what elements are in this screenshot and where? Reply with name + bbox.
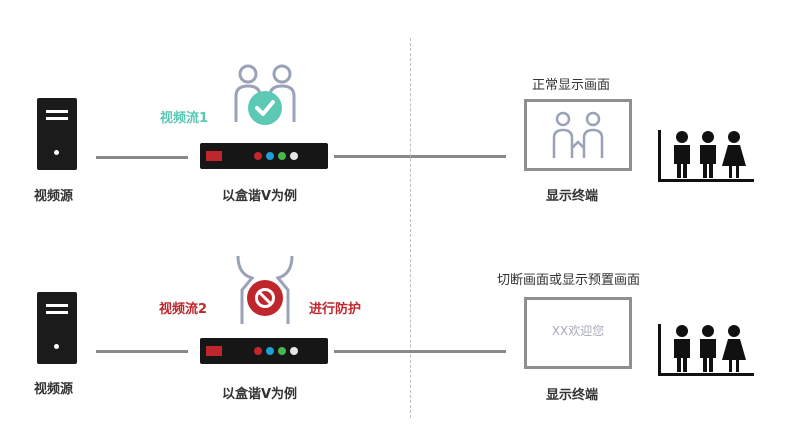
terminal-label: 显示终端 bbox=[546, 388, 599, 403]
video-source-label: 视频源 bbox=[34, 382, 74, 397]
section-divider bbox=[410, 38, 411, 418]
connection-line bbox=[334, 350, 506, 353]
approved-users-icon bbox=[234, 64, 296, 125]
video-source-server-icon bbox=[37, 98, 77, 170]
screen-caption: 切断画面或显示预置画面 bbox=[497, 273, 641, 288]
connection-line bbox=[334, 155, 506, 158]
display-screen bbox=[524, 99, 632, 171]
video-source-label: 视频源 bbox=[34, 189, 74, 204]
connection-line bbox=[96, 350, 188, 353]
stream-label: 视频流1 bbox=[160, 111, 209, 126]
security-device-icon bbox=[200, 338, 328, 364]
stream-label: 视频流2 bbox=[159, 302, 208, 317]
welcome-text: XX欢迎您 bbox=[551, 324, 605, 338]
device-label: 以盒谐V为例 bbox=[222, 189, 298, 204]
security-device-icon bbox=[200, 143, 328, 169]
display-screen: XX欢迎您 bbox=[524, 297, 632, 369]
protect-label: 进行防护 bbox=[309, 302, 362, 317]
audience-icon bbox=[658, 324, 754, 376]
connection-line bbox=[96, 156, 188, 159]
terminal-label: 显示终端 bbox=[546, 189, 599, 204]
people-icon bbox=[552, 111, 604, 158]
device-label: 以盒谐V为例 bbox=[222, 387, 298, 402]
audience-icon bbox=[658, 130, 754, 182]
blocked-users-icon bbox=[236, 255, 294, 324]
video-source-server-icon bbox=[37, 292, 77, 364]
screen-caption: 正常显示画面 bbox=[532, 78, 611, 93]
